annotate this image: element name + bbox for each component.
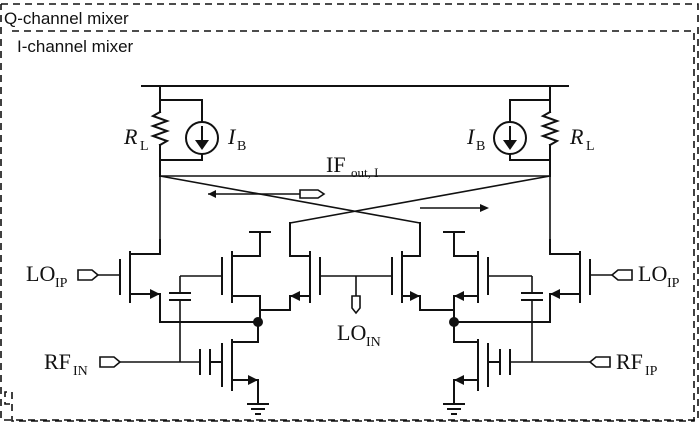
left-load [150,85,203,177]
m-lo-right-outer [549,239,591,323]
lo-ip-left-sub: IP [55,276,68,291]
ib-left-sub: B [237,139,246,154]
if-out-sub: out, I [351,165,378,180]
right-current-source [493,121,527,155]
lo-in-network [320,275,392,315]
rf-ip-port [588,356,611,368]
lo-ip-left-label: LO [26,261,55,286]
ground-left-icon [247,403,269,415]
ib-left-label: I [227,124,237,149]
rl-left-label: R [123,124,138,149]
lo-ip-left-port [77,269,120,281]
lo-ip-right-port [590,269,633,281]
rl-right-label: R [569,124,584,149]
lo-in-sub: IN [366,335,381,350]
rl-left-sub: L [140,139,149,154]
left-gate-network [169,275,222,362]
i-channel-label: I-channel mixer [17,37,134,56]
m-lo-center-right [391,222,455,311]
m-lo-left-inner [221,231,271,323]
i-channel-box [4,30,695,422]
m-lo-left-outer [119,239,161,323]
lo-in-label: LO [337,320,366,345]
right-tail-node [449,317,551,341]
if-out-port-right [420,204,489,212]
ground-right-icon [443,403,465,415]
lo-ip-right-label: LO [638,261,667,286]
ib-right-label: I [466,124,476,149]
right-load [509,85,560,177]
q-channel-box [0,3,699,421]
left-tail-node [159,317,263,341]
q-channel-label: Q-channel mixer [4,9,129,28]
output-cross-wiring [159,175,551,240]
if-out-label: IF [326,152,346,177]
left-current-source [185,121,219,155]
ib-right-sub: B [476,139,485,154]
rf-ip-label: RF [616,349,643,374]
lo-ip-right-sub: IP [667,276,680,291]
rf-in-label: RF [44,349,71,374]
m-rf-left [120,339,259,405]
m-rf-right [453,339,590,405]
rl-right-sub: L [586,139,595,154]
m-lo-right-inner [443,231,489,323]
right-gate-network [488,275,543,362]
rf-ip-sub: IP [645,364,658,379]
rf-in-sub: IN [73,364,88,379]
rf-in-port [99,356,122,368]
m-lo-center-left [259,222,321,311]
if-out-port-left [208,189,326,199]
